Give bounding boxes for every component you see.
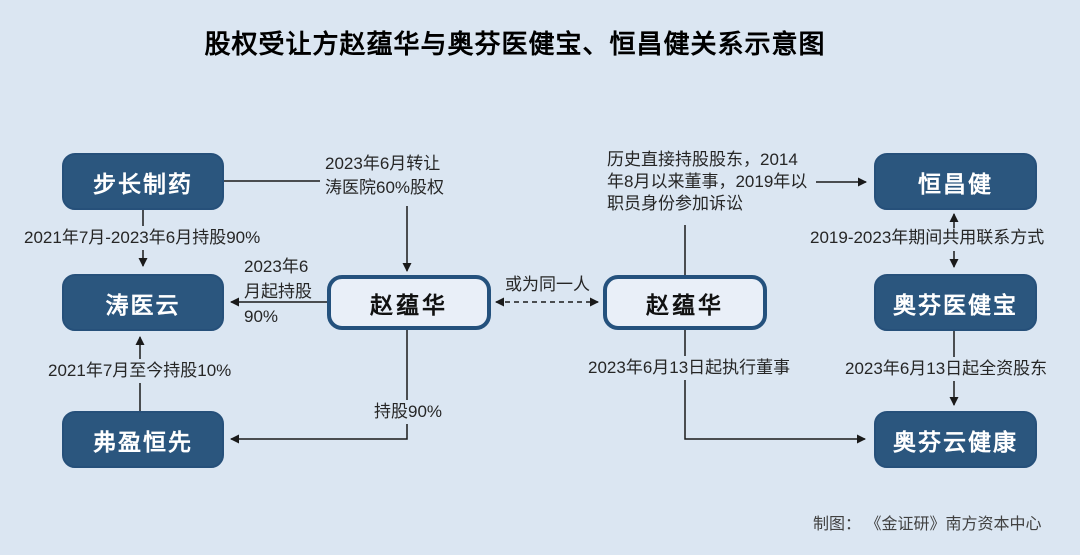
node-zhao-yunhua-left: 赵蕴华 <box>327 275 491 330</box>
credit-text: 制图： 《金证研》南方资本中心 <box>813 516 1042 533</box>
edge-label-fuying-holds-taoyiyun: 2021年7月至今持股10% <box>46 359 234 383</box>
arrow-zhao-left-to-fuying <box>230 330 408 444</box>
node-aofen-yun-jiankang: 奥芬云健康 <box>874 411 1037 468</box>
edge-label-executive-director: 2023年6月13日起执行董事 <box>586 356 793 380</box>
node-buchang-zhiyao: 步长制药 <box>62 153 224 210</box>
node-fuying-hengxian: 弗盈恒先 <box>62 411 224 468</box>
node-hengchangjian: 恒昌健 <box>874 153 1037 210</box>
edge-label-wholly-owned-shareholder: 2023年6月13日起全资股东 <box>843 357 1050 381</box>
diagram-title: 股权受让方赵蕴华与奥芬医健宝、恒昌健关系示意图 <box>204 29 826 59</box>
edge-label-buchang-holds-taoyiyun: 2021年7月-2023年6月持股90% <box>22 226 263 250</box>
edge-label-shared-contact: 2019-2023年期间共用联系方式 <box>810 228 1045 247</box>
node-zhao-yunhua-right: 赵蕴华 <box>603 275 767 330</box>
node-aofen-yijianbao: 奥芬医健宝 <box>874 274 1037 331</box>
edge-label-same-person: 或为同一人 <box>505 275 590 294</box>
edge-label-zhao-holds-taoyiyun: 2023年6 月起持股 90% <box>244 257 312 326</box>
edge-label-zhao-holds-fuying: 持股90% <box>372 400 445 424</box>
arrow-zhao-right-to-yunjiankang <box>684 330 866 444</box>
edge-label-transfer-tao-hospital: 2023年6月转让 涛医院60%股权 <box>325 154 445 197</box>
edge-label-zhao-hengchang-history: 历史直接持股股东，2014 年8月以来董事，2019年以 职员身份参加诉讼 <box>607 150 808 213</box>
node-tao-yi-yun: 涛医云 <box>62 274 224 331</box>
